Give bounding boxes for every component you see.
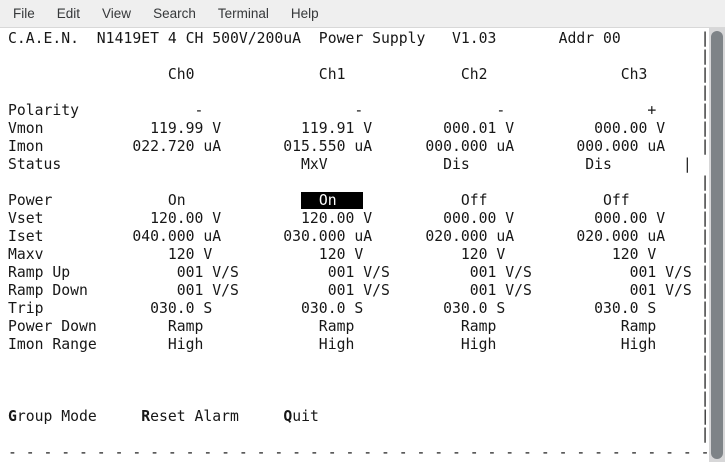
menu-bar: File Edit View Search Terminal Help bbox=[0, 0, 725, 28]
row-iset: Iset 040.000 uA 030.000 uA 020.000 uA 02… bbox=[8, 228, 709, 245]
menu-edit[interactable]: Edit bbox=[56, 6, 81, 21]
row-imon-range: Imon Range High High High High | bbox=[8, 336, 709, 353]
terminal-screen[interactable]: C.A.E.N. N1419ET 4 CH 500V/200uA Power S… bbox=[0, 28, 709, 462]
channel-header-line: Ch0 Ch1 Ch2 Ch3 | bbox=[8, 66, 709, 83]
menu-terminal[interactable]: Terminal bbox=[217, 6, 269, 21]
menu-search[interactable]: Search bbox=[153, 6, 196, 21]
scrollbar[interactable] bbox=[709, 28, 725, 462]
blank-line: | bbox=[8, 84, 709, 101]
row-ramp-down: Ramp Down 001 V/S 001 V/S 001 V/S 001 V/… bbox=[8, 282, 709, 299]
row-power: Power On On Off Off | bbox=[8, 192, 709, 209]
row-vset: Vset 120.00 V 120.00 V 000.00 V 000.00 V… bbox=[8, 210, 709, 227]
menu-file[interactable]: File bbox=[13, 6, 35, 21]
row-power-down: Power Down Ramp Ramp Ramp Ramp | bbox=[8, 318, 709, 335]
scrollbar-thumb[interactable] bbox=[711, 31, 723, 459]
row-maxv: Maxv 120 V 120 V 120 V 120 V | bbox=[8, 246, 709, 263]
blank-line: | bbox=[8, 354, 709, 371]
title-line: C.A.E.N. N1419ET 4 CH 500V/200uA Power S… bbox=[8, 30, 709, 47]
blank-line: | bbox=[8, 390, 709, 407]
command-line: Group Mode Reset Alarm Quit | bbox=[8, 408, 709, 425]
row-ramp-up: Ramp Up 001 V/S 001 V/S 001 V/S 001 V/S … bbox=[8, 264, 709, 281]
row-trip: Trip 030.0 S 030.0 S 030.0 S 030.0 S | bbox=[8, 300, 709, 317]
menu-view[interactable]: View bbox=[102, 6, 132, 21]
menu-help[interactable]: Help bbox=[290, 6, 319, 21]
blank-line: | bbox=[8, 174, 709, 191]
row-polarity: Polarity - - - + | bbox=[8, 102, 709, 119]
blank-line: | bbox=[8, 426, 709, 443]
row-status: Status MxV Dis Dis | bbox=[8, 156, 692, 173]
row-imon: Imon 022.720 uA 015.550 uA 000.000 uA 00… bbox=[8, 138, 709, 155]
blank-line: | bbox=[8, 48, 709, 65]
blank-line: | bbox=[8, 372, 709, 389]
row-vmon: Vmon 119.99 V 119.91 V 000.01 V 000.00 V… bbox=[8, 120, 709, 137]
separator-line: - - - - - - - - - - - - - - - - - - - - … bbox=[8, 444, 709, 461]
